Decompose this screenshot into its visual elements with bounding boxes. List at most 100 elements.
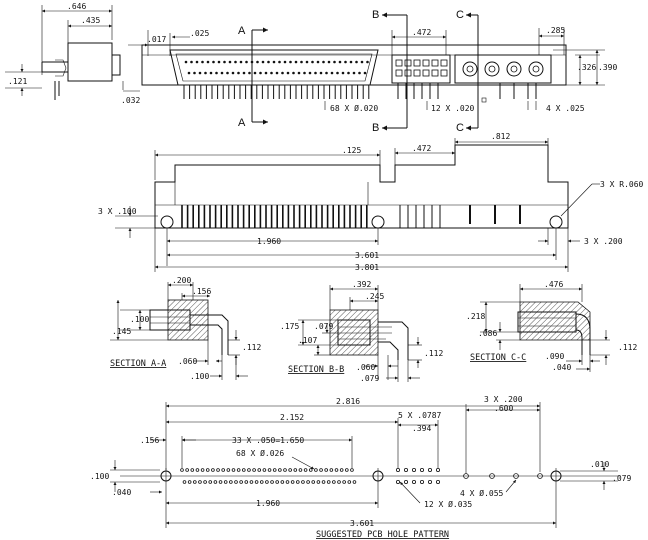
dshell-pin xyxy=(349,60,353,64)
dshell-pin xyxy=(278,60,281,64)
dshell-pin xyxy=(209,71,213,75)
pcb-main-hole xyxy=(231,468,236,472)
pcb-main-hole xyxy=(339,468,344,472)
section-c-dim-040: .040 xyxy=(552,363,571,372)
pcb-main-hole xyxy=(332,480,336,484)
pcb-square-hole xyxy=(427,467,432,472)
pcb-main-hole xyxy=(352,480,357,484)
front-dim-mount-span: 3.601 xyxy=(355,251,379,260)
pcb-main-hole xyxy=(306,480,310,484)
dshell-pin xyxy=(281,71,284,75)
front-dim-overall-length: 3.801 xyxy=(355,263,379,272)
dshell-pin xyxy=(330,71,334,75)
pcb-main-hole xyxy=(200,468,205,472)
section-a-dim-100-v: .100 xyxy=(130,315,149,324)
section-mark-b-bottom: B xyxy=(372,122,379,134)
side-dim-121: .121 xyxy=(8,77,27,86)
pcb-power-hole xyxy=(513,473,519,479)
section-b-dim-079-v: .079 xyxy=(314,322,333,331)
dshell-pin xyxy=(239,60,243,64)
pcb-main-hole xyxy=(329,468,334,472)
pcb-main-hole xyxy=(211,468,215,472)
pcb-square-hole xyxy=(403,479,408,484)
pcb-main-hole xyxy=(252,468,256,472)
c-contact-core xyxy=(532,65,540,73)
top-dim-c-pitch: .285 xyxy=(546,26,565,35)
dshell-pin xyxy=(363,71,367,75)
pcb-main-hole xyxy=(293,468,298,472)
pcb-main-hole xyxy=(247,468,251,472)
dshell-pin xyxy=(327,60,331,64)
pcb-square-hole xyxy=(395,479,400,484)
side-dim-646: .646 xyxy=(67,2,86,11)
pcb-square-hole xyxy=(435,467,440,472)
dshell-pin xyxy=(316,60,320,64)
front-dim-hole-pitch: 3 X .200 xyxy=(584,237,623,246)
dshell-pin xyxy=(319,71,323,75)
dshell-pin xyxy=(297,71,301,75)
section-c-dim-090: .090 xyxy=(545,352,564,361)
top-dim-017: .017 xyxy=(147,35,166,44)
dshell-pin xyxy=(261,60,265,64)
dshell-pin xyxy=(336,71,339,75)
pcb-main-hole xyxy=(275,480,280,484)
pcb-main-hole xyxy=(239,480,243,484)
dshell-pin xyxy=(292,71,295,75)
pcb-main-hole xyxy=(290,480,295,484)
front-view: .125 .472 .812 3 X .100 3 X R.060 3 X .2… xyxy=(98,132,644,272)
dshell-pin xyxy=(198,71,202,75)
dshell-pin xyxy=(283,60,287,64)
pcb-main-hole xyxy=(316,480,321,484)
dshell-pin xyxy=(338,60,342,64)
section-b: .392 .245 .175 .079 .107 .112 .060 .079 … xyxy=(280,280,443,383)
dshell-pin xyxy=(333,60,336,64)
pcb-main-hole xyxy=(213,480,218,484)
b-square-pin xyxy=(413,69,421,77)
dshell-pin xyxy=(223,60,226,64)
section-a-dim-100-h: .100 xyxy=(190,372,209,381)
dshell-pin xyxy=(187,71,191,75)
b-square-pin xyxy=(422,59,430,67)
section-b-dim-079-h: .079 xyxy=(360,374,379,383)
front-dim-pin-span: 1.960 xyxy=(257,237,281,246)
dshell-pin xyxy=(308,71,312,75)
pcb-note-main-holes: 68 X Ø.026 xyxy=(236,448,284,458)
pcb-main-hole xyxy=(187,480,192,484)
pcb-main-hole xyxy=(226,468,231,472)
pcb-main-hole xyxy=(249,480,254,484)
dshell-pin xyxy=(314,71,317,75)
dshell-pin xyxy=(347,71,350,75)
section-mark-c-top: C xyxy=(456,9,464,21)
front-dim-b-width: .472 xyxy=(412,144,431,153)
pcb-main-hole xyxy=(314,468,318,472)
b-square-pin xyxy=(422,69,430,77)
dshell-pin xyxy=(358,71,361,75)
section-mark-b-top: B xyxy=(372,9,379,21)
dshell-pin xyxy=(325,71,328,75)
pcb-dim-square-offset: .394 xyxy=(412,424,431,433)
c-contact xyxy=(462,61,478,77)
dshell-pin xyxy=(352,71,356,75)
pcb-dim-mount-span: 3.601 xyxy=(350,519,374,528)
c-contact-core xyxy=(510,65,518,73)
section-c: .476 .218 .086 .112 .090 .040 SECTION C-… xyxy=(466,280,637,372)
front-dim-left-offset: .125 xyxy=(342,146,361,155)
pcb-main-hole xyxy=(295,480,300,484)
section-b-dim-392: .392 xyxy=(352,280,371,289)
section-a-title: SECTION A-A xyxy=(110,359,166,369)
pcb-main-hole xyxy=(278,468,282,472)
pcb-square-hole xyxy=(411,479,416,484)
b-square-pin xyxy=(395,69,403,77)
dshell-pin xyxy=(253,71,257,75)
pcb-square-hole xyxy=(435,479,440,484)
dshell-pin xyxy=(360,60,364,64)
pcb-main-hole xyxy=(288,468,292,472)
dshell-pin xyxy=(212,60,215,64)
pcb-dim-row-gap: .040 xyxy=(112,488,131,497)
pcb-dim-power-offset: .600 xyxy=(494,404,513,413)
dshell-pin xyxy=(217,60,221,64)
pcb-main-hole xyxy=(257,468,262,472)
section-b-dim-060: .060 xyxy=(356,363,375,372)
side-dim-032: .032 xyxy=(121,96,140,105)
top-dim-025: .025 xyxy=(190,29,209,38)
